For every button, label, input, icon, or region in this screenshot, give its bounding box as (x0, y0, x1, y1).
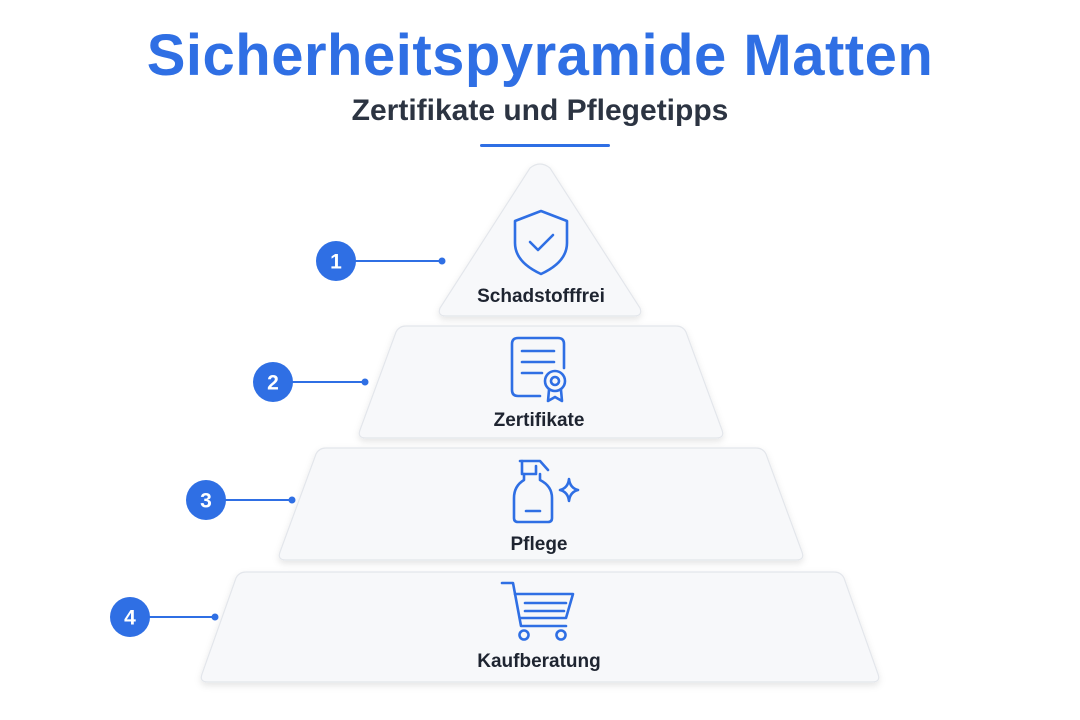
number-badge-3 (186, 480, 226, 520)
tier-label-1: Schadstofffrei (477, 286, 605, 307)
number-badge-text-2: 2 (267, 372, 279, 395)
number-badge-text-1: 1 (330, 251, 342, 274)
shield-check-icon (513, 209, 569, 276)
certificate-icon (510, 336, 567, 403)
callout-3: 3 (186, 480, 296, 520)
callout-2: 2 (253, 362, 369, 402)
page-subtitle: Zertifikate und Pflegetipps (351, 94, 729, 127)
page-title: Sicherheitspyramide Matten (146, 23, 934, 88)
pyramid-tier-2: Zertifikate (358, 325, 724, 439)
tier-label-2: Zertifikate (494, 410, 585, 431)
number-badge-2 (253, 362, 293, 402)
tier-label-4: Kaufberatung (477, 651, 601, 672)
pyramid-tier-3: Pflege (278, 447, 804, 561)
number-badge-text-3: 3 (200, 490, 212, 513)
pyramid-tier-4: Kaufberatung (200, 571, 880, 683)
connector-dot-4 (211, 613, 219, 621)
shopping-cart-icon (500, 581, 575, 641)
pyramid-tier-1: Schadstofffrei (438, 163, 642, 317)
connector-dot-3 (288, 496, 296, 504)
number-badge-1 (316, 241, 356, 281)
title-divider (480, 144, 610, 147)
spray-bottle-icon (512, 459, 580, 524)
callout-4: 4 (110, 597, 219, 637)
connector-dot-1 (438, 257, 446, 265)
connector-dot-2 (361, 378, 369, 386)
number-badge-4 (110, 597, 150, 637)
number-badge-text-4: 4 (124, 607, 136, 630)
tier-label-3: Pflege (510, 534, 567, 555)
callout-1: 1 (316, 241, 446, 281)
